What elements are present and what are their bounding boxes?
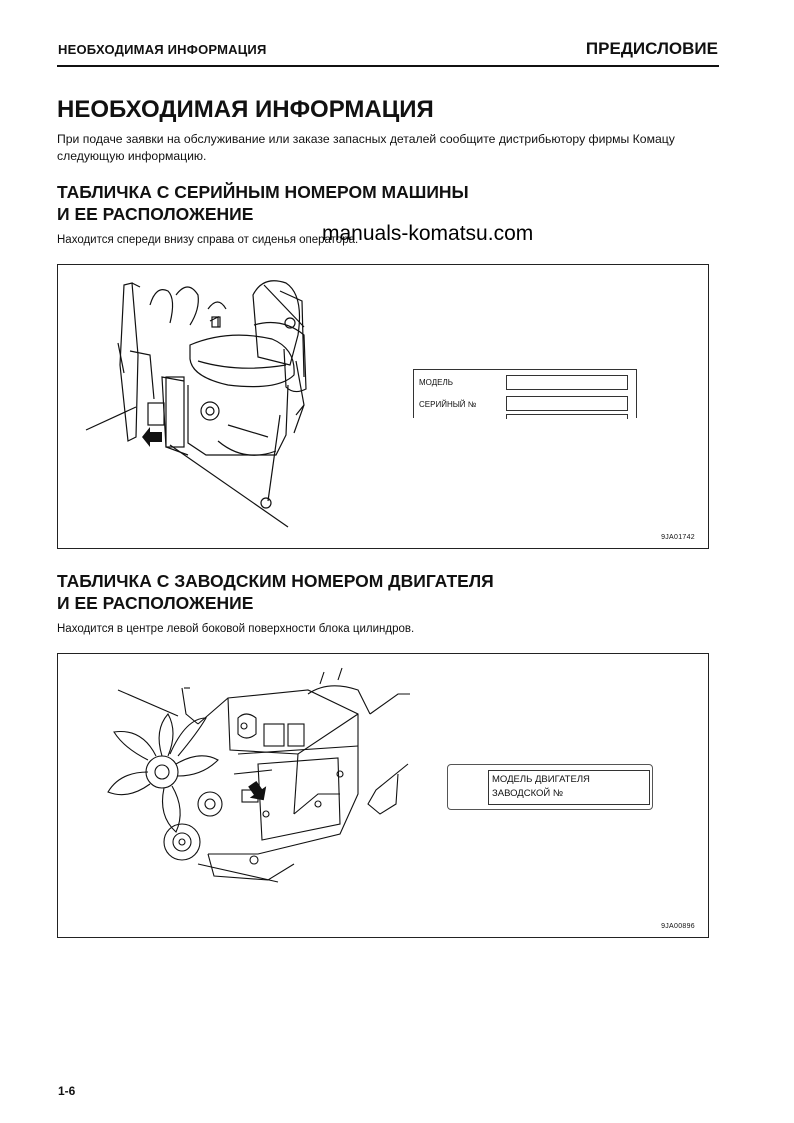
engine-plate: МОДЕЛЬ ДВИГАТЕЛЯ ЗАВОДСКОЙ № bbox=[447, 764, 653, 810]
engine-illustration bbox=[107, 667, 410, 883]
running-header-left: НЕОБХОДИМАЯ ИНФОРМАЦИЯ bbox=[58, 42, 267, 57]
plate-model-field bbox=[506, 375, 628, 390]
engine-number-figure: МОДЕЛЬ ДВИГАТЕЛЯ ЗАВОДСКОЙ № 9JA00896 bbox=[57, 653, 709, 938]
plate-serial-label: СЕРИЙНЫЙ № bbox=[419, 400, 477, 409]
plate-serial-field bbox=[506, 396, 628, 411]
section2-note: Находится в центре левой боковой поверхн… bbox=[57, 623, 415, 635]
section1-note: Находится спереди внизу справа от сидень… bbox=[57, 234, 359, 246]
serial-plate: МОДЕЛЬ СЕРИЙНЫЙ № bbox=[413, 369, 637, 419]
page-title: НЕОБХОДИМАЯ ИНФОРМАЦИЯ bbox=[57, 96, 434, 123]
watermark: manuals-komatsu.com bbox=[322, 222, 534, 245]
machine-serial-figure: МОДЕЛЬ СЕРИЙНЫЙ № 9JA01742 bbox=[57, 264, 709, 549]
plate-extra-field bbox=[506, 414, 628, 419]
page-number: 1-6 bbox=[58, 1084, 76, 1098]
figure-id: 9JA00896 bbox=[661, 923, 695, 930]
seat-illustration bbox=[85, 280, 307, 528]
arrow-icon bbox=[248, 780, 267, 801]
section2-heading: ТАБЛИЧКА С ЗАВОДСКИМ НОМЕРОМ ДВИГАТЕЛЯ И… bbox=[57, 570, 494, 614]
section2-heading-line2: И ЕЕ РАСПОЛОЖЕНИЕ bbox=[57, 593, 254, 613]
figure-id: 9JA01742 bbox=[661, 534, 695, 541]
intro-paragraph: При подаче заявки на обслуживание или за… bbox=[57, 132, 675, 163]
engine-plate-serial-label: ЗАВОДСКОЙ № bbox=[492, 788, 564, 799]
engine-plate-model-label: МОДЕЛЬ ДВИГАТЕЛЯ bbox=[492, 774, 590, 785]
arrow-icon bbox=[142, 427, 162, 447]
running-header-right: ПРЕДИСЛОВИЕ bbox=[585, 39, 718, 58]
plate-model-label: МОДЕЛЬ bbox=[419, 378, 453, 387]
section2-heading-line1: ТАБЛИЧКА С ЗАВОДСКИМ НОМЕРОМ ДВИГАТЕЛЯ bbox=[57, 571, 494, 591]
engine-plate-inner: МОДЕЛЬ ДВИГАТЕЛЯ ЗАВОДСКОЙ № bbox=[488, 770, 650, 805]
section1-heading-line1: ТАБЛИЧКА С СЕРИЙНЫМ НОМЕРОМ МАШИНЫ bbox=[57, 182, 469, 202]
header-rule bbox=[57, 65, 719, 67]
section1-heading-line2: И ЕЕ РАСПОЛОЖЕНИЕ bbox=[57, 204, 254, 224]
section1-heading: ТАБЛИЧКА С СЕРИЙНЫМ НОМЕРОМ МАШИНЫ И ЕЕ … bbox=[57, 181, 469, 225]
